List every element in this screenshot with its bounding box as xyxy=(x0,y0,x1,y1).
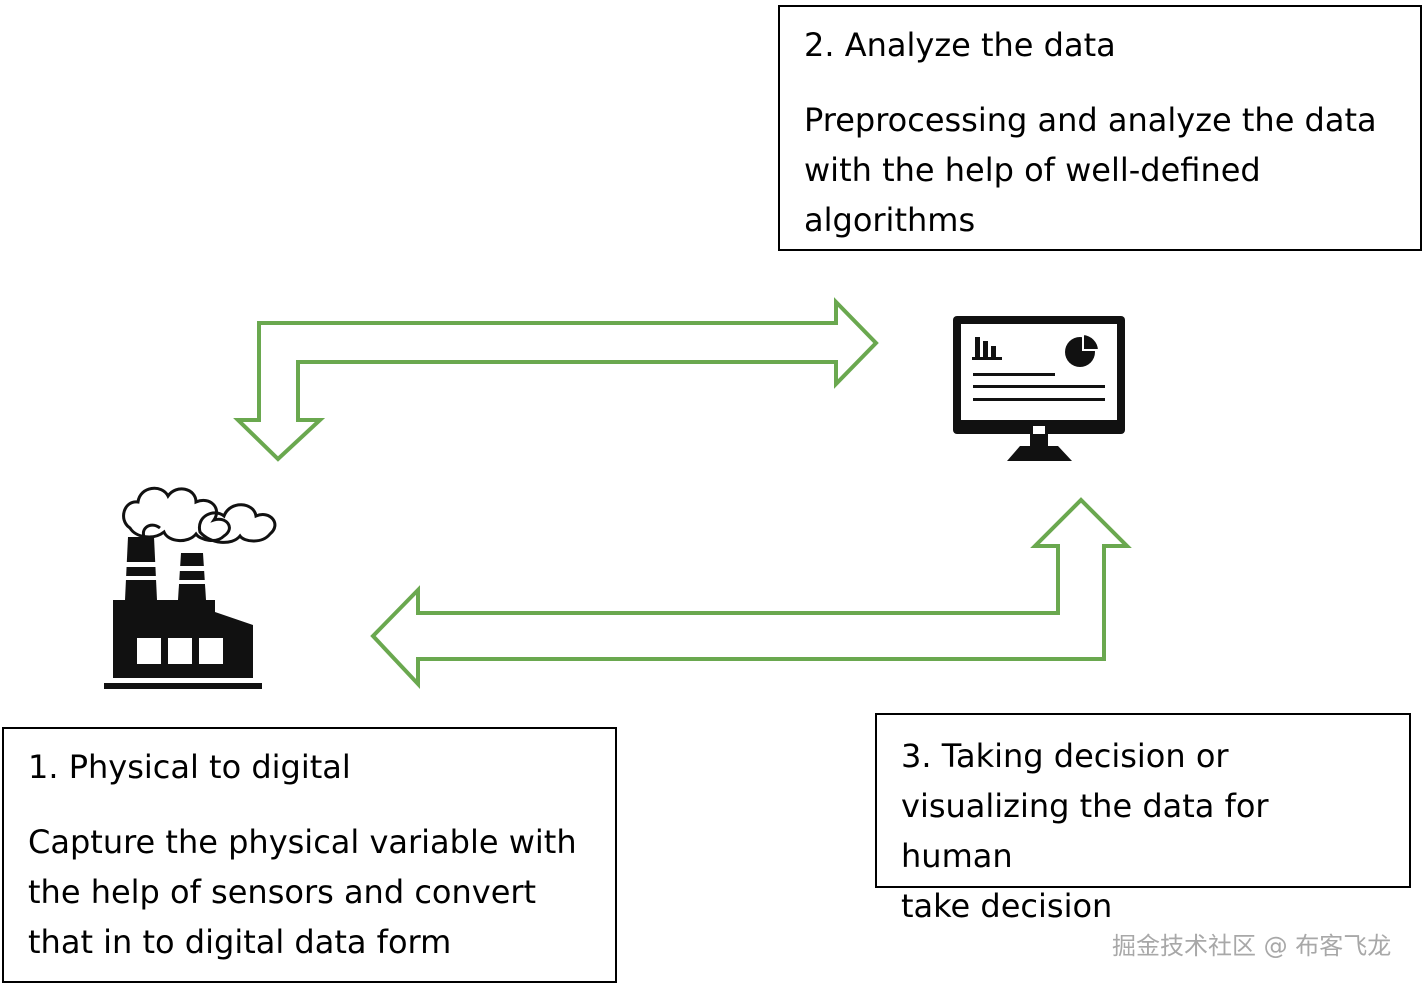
step-physical-title: 1. Physical to digital xyxy=(28,748,351,786)
arrow-analyze-to-decision xyxy=(370,497,1132,690)
step-decision-box: 3. Taking decision or visualizing the da… xyxy=(875,713,1411,925)
watermark: 掘金技术社区 @ 布客飞龙 xyxy=(1112,932,1392,960)
arrow-physical-to-analyze xyxy=(233,297,879,462)
step-physical-box: 1. Physical to digital Capture the physi… xyxy=(2,727,617,983)
step-analyze-title: 2. Analyze the data xyxy=(804,26,1116,64)
factory-icon xyxy=(104,486,277,689)
step-decision-title: 3. Taking decision or visualizing the da… xyxy=(901,737,1269,925)
step-physical-body: Capture the physical variable with the h… xyxy=(28,823,577,961)
computer-monitor-icon xyxy=(953,316,1125,461)
step-analyze-body: Preprocessing and analyze the data with … xyxy=(804,101,1377,239)
step-analyze-box: 2. Analyze the data Preprocessing and an… xyxy=(778,5,1422,251)
